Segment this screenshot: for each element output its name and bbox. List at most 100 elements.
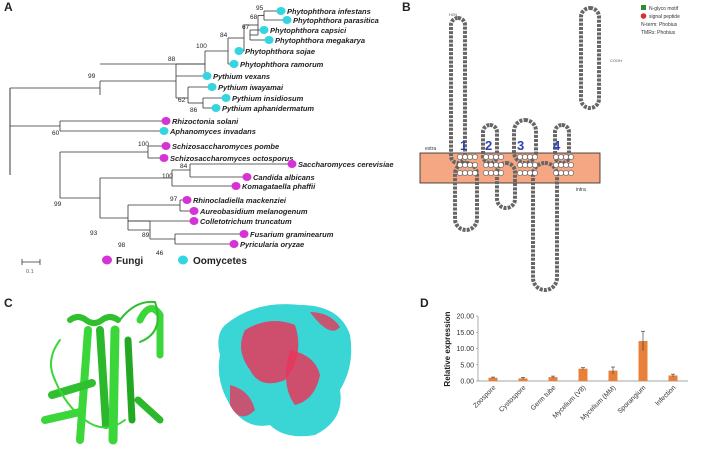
taxon-label: Phytophthora infestans — [287, 7, 371, 16]
tm-helix-1-residue — [472, 154, 478, 160]
bootstrap-value: 95 — [256, 5, 264, 12]
extracellular-label: extra — [425, 146, 436, 152]
oomycetes-dot — [207, 83, 217, 91]
oomycetes-dot — [229, 60, 239, 68]
fungi-dot — [189, 217, 199, 225]
tm-helix-4-residue — [568, 170, 574, 176]
bootstrap-value: 67 — [242, 24, 250, 31]
intracellular-label: intra — [576, 187, 586, 193]
nterm-legend-label: N-term: Phobius — [641, 22, 678, 28]
panel-label-d: D — [420, 296, 429, 310]
cartoon-structure — [41, 300, 164, 445]
bootstrap-value: 98 — [118, 242, 126, 249]
bar-mycelium-v8- — [578, 368, 588, 381]
bootstrap-value: 93 — [90, 230, 98, 237]
tm-helix-1-residue — [472, 162, 478, 168]
y-tick-label: 10.00 — [456, 346, 474, 353]
loop-cterm — [579, 6, 601, 110]
fungi-dot — [242, 173, 252, 181]
tm-helix-2-residue — [498, 154, 504, 160]
oomycetes-dot — [234, 47, 244, 55]
fungi-dot — [231, 182, 241, 190]
surface-patch-4 — [310, 312, 340, 331]
taxon-label: Phytophthora capsici — [270, 26, 347, 35]
helix-4 — [108, 325, 120, 445]
surface-patch-1 — [241, 321, 299, 384]
oomycetes-dot — [259, 26, 269, 34]
panel-label-a: A — [4, 0, 13, 14]
fungi-dot — [159, 154, 169, 162]
loop-intra-2 — [495, 161, 517, 210]
taxon-label: Pythium iwayamai — [218, 83, 284, 92]
helix-8 — [41, 408, 84, 424]
fungi-dot — [189, 207, 199, 215]
bootstrap-value: 60 — [52, 130, 60, 137]
n-terminus-label: H2N — [449, 12, 457, 17]
helix-5 — [124, 336, 136, 424]
y-tick-label: 20.00 — [456, 314, 474, 321]
fungi-dot — [239, 230, 249, 238]
tm-helix-2-residue — [498, 170, 504, 176]
fungi-dot — [182, 196, 192, 204]
x-tick-label: Infection — [654, 384, 677, 407]
x-tick-label: Cystospore — [498, 384, 527, 413]
oomycetes-dot — [211, 104, 221, 112]
bootstrap-value: 46 — [156, 250, 164, 257]
loop-1 — [50, 339, 126, 429]
oomycetes-dot — [202, 72, 212, 80]
helix-1 — [67, 314, 121, 326]
oomycetes-dot — [221, 94, 231, 102]
y-tick-label: 5.00 — [460, 362, 474, 369]
oomycetes-dot — [276, 7, 286, 15]
tm-helix-3-residue — [532, 170, 538, 176]
taxon-label: Phytophthora ramorum — [240, 60, 324, 69]
oomycetes-legend-label: Oomycetes — [193, 256, 247, 267]
fungi-dot — [161, 142, 171, 150]
taxon-label: Rhinocladiella mackenziei — [193, 196, 287, 205]
tm-helix-3-residue — [532, 162, 538, 168]
bootstrap-value: 88 — [168, 56, 176, 63]
loop-2 — [119, 300, 159, 343]
bootstrap-value: 100 — [138, 141, 149, 148]
panel-label-b: B — [402, 0, 411, 14]
taxon-label: Aureobasidium melanogenum — [199, 207, 308, 216]
surface-patch-3 — [230, 385, 255, 417]
tm-helix-3-residue — [532, 154, 538, 160]
taxon-label: Komagataella phaffii — [242, 182, 316, 191]
fungi-dot — [287, 160, 297, 168]
fungi-legend-dot — [102, 255, 112, 265]
surface-patch-2 — [286, 350, 320, 405]
bootstrap-value: 84 — [180, 163, 188, 170]
bar-zoospore — [488, 377, 498, 381]
bar-cystospore — [518, 378, 528, 381]
taxon-label: Rhizoctonia solani — [172, 117, 239, 126]
bootstrap-value: 68 — [250, 14, 258, 21]
signal-legend-swatch — [640, 13, 647, 19]
scale-bar-label: 0.1 — [26, 269, 34, 275]
bar-sporangium — [638, 341, 648, 381]
tm-number: 4 — [553, 138, 561, 153]
fungi-dot — [229, 240, 239, 248]
bootstrap-value: 89 — [142, 232, 150, 239]
oomycetes-legend-dot — [178, 255, 188, 265]
fungi-dot — [161, 117, 171, 125]
loop-extra-1 — [481, 123, 499, 165]
bootstrap-value: 100 — [162, 173, 173, 180]
panel-label-c: C — [4, 296, 13, 310]
tm-number: 3 — [517, 138, 524, 153]
fungi-legend-label: Fungi — [116, 256, 143, 267]
x-tick-label: Germ tube — [530, 384, 558, 412]
taxon-label: Schizosaccharomyces pombe — [172, 142, 279, 151]
taxon-label: Pythium aphanidermatum — [222, 104, 314, 113]
bar-mycelium-mm- — [608, 370, 618, 381]
bar-germ-tube — [548, 377, 558, 381]
tm-helix-4-residue — [568, 154, 574, 160]
taxon-label: Schizosaccharomyces octosporus — [170, 154, 293, 163]
y-tick-label: 15.00 — [456, 330, 474, 337]
taxon-label: Aphanomyces invadans — [169, 127, 256, 136]
bootstrap-value: 86 — [190, 107, 198, 114]
helix-6 — [136, 305, 164, 359]
